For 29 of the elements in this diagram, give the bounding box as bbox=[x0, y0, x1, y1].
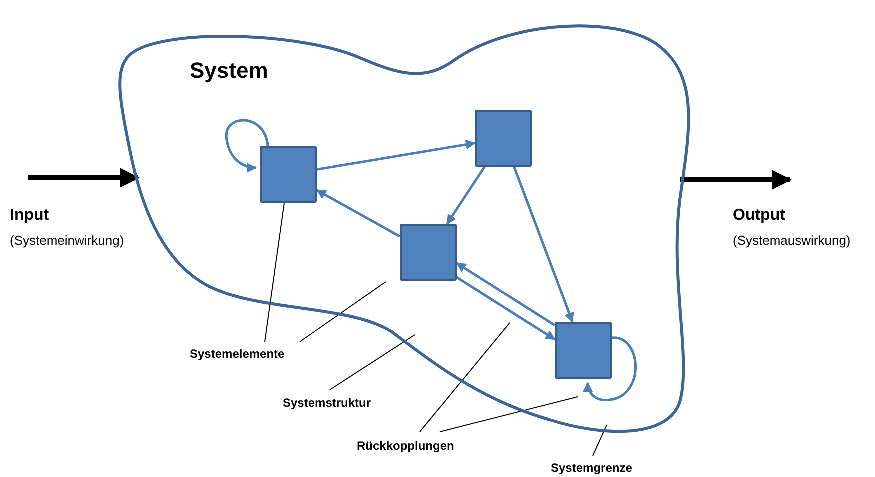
arrow bbox=[456, 276, 556, 341]
arrow bbox=[456, 262, 556, 326]
arrow bbox=[446, 166, 486, 225]
leader-line bbox=[420, 322, 510, 432]
arrow bbox=[316, 189, 401, 238]
arrow bbox=[226, 119, 270, 172]
io-description: (Systemeinwirkung) bbox=[10, 233, 124, 248]
leader-line bbox=[592, 424, 608, 456]
callout-label: Rückkopplungen bbox=[357, 439, 454, 453]
system-element-box bbox=[475, 110, 532, 167]
system-element-box bbox=[400, 224, 457, 281]
arrow bbox=[316, 140, 476, 171]
leader-line bbox=[440, 396, 578, 432]
leader-line bbox=[330, 334, 416, 390]
io-label: Output bbox=[733, 207, 786, 225]
leader-line bbox=[300, 282, 386, 342]
callout-label: Systemstruktur bbox=[283, 396, 372, 410]
arrow bbox=[680, 170, 792, 190]
system-title: System bbox=[190, 58, 268, 84]
io-description: (Systemauswirkung) bbox=[733, 233, 851, 248]
arrow bbox=[513, 166, 574, 323]
callout-label: Systemgrenze bbox=[551, 461, 632, 475]
system-element-box bbox=[555, 322, 612, 379]
arrow bbox=[584, 336, 637, 402]
leader-line bbox=[264, 202, 285, 342]
system-element-box bbox=[260, 146, 317, 203]
arrow bbox=[28, 168, 140, 188]
io-label: Input bbox=[10, 207, 50, 225]
callout-label: Systemelemente bbox=[190, 347, 285, 361]
